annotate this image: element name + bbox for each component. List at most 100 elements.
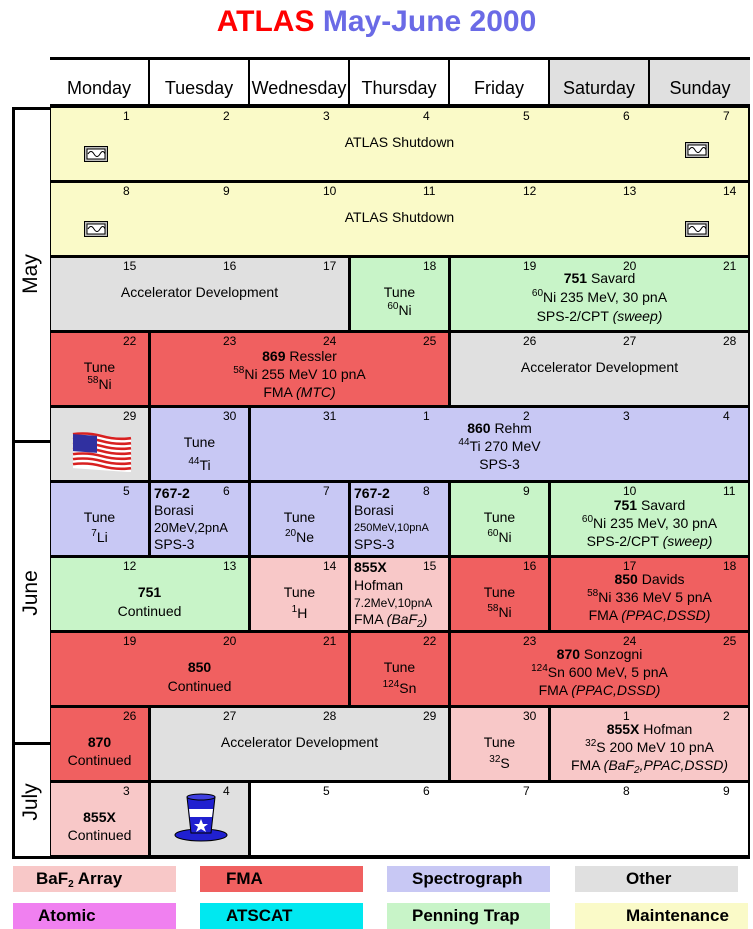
date-number: 7 [723,109,730,123]
legend-atomic-label: Atomic [38,906,96,925]
day-header-2: Wednesday [250,60,350,107]
date-number: 18 [723,559,737,573]
cell-text: 60Ni 235 MeV, 30 pnA [581,514,718,532]
date-number: 10 [323,184,337,198]
date-number: 14 [723,184,737,198]
cell-text: ATLAS Shutdown [344,209,455,225]
maintenance-icon [84,146,108,162]
cell-text: ATLAS Shutdown [344,134,455,150]
cell-text: 751 [137,584,162,600]
date-number: 25 [723,634,737,648]
date-number: 8 [123,184,130,198]
date-number: 4 [223,784,230,798]
cell-text: Tune [383,659,416,675]
legend-fma-swatch [200,866,363,892]
legend-spectrograph-label: Spectrograph [412,869,523,888]
cell-text: Continued [67,752,132,768]
date-number: 5 [523,109,530,123]
cell-text: 20Ne [284,528,315,546]
date-number: 11 [423,184,436,198]
cell-text: 124Sn 600 MeV, 5 pnA [531,663,668,681]
month-label-may: May [12,107,50,443]
cell-text: Hofman [354,577,404,593]
event-holiday-flag: 29 [50,407,150,482]
cell-text: 860 Rehm [467,420,532,436]
legend-penning-swatch [387,903,550,929]
date-number: 2 [723,709,730,723]
cell-text: 44Ti 270 MeV [458,437,541,455]
date-number: 1 [423,409,430,423]
cell-text: Tune [83,509,116,525]
cell-text: 751 Savard [563,270,636,286]
date-number: 4 [423,109,430,123]
legend-baf2-swatch [13,866,176,892]
cell-text: 855X [354,559,387,575]
cell-text: 20MeV,2pnA [154,520,228,535]
date-number: 11 [723,484,736,498]
cell-text: Tune [183,434,216,450]
date-number: 4 [723,409,730,423]
date-number: 3 [123,784,130,798]
date-number: 25 [423,334,437,348]
date-number: 22 [123,334,137,348]
date-number: 9 [523,484,530,498]
cell-text: 767-2 [154,485,190,501]
date-number: 20 [223,634,237,648]
cell-text: Tune [83,359,116,375]
cell-text: FMA (BaF2) [354,611,428,630]
cell-text: Tune [383,284,416,300]
cell-text: 58Ni 336 MeV 5 pnA [587,588,712,606]
date-number: 26 [123,709,137,723]
date-number: 19 [523,259,537,273]
cell-text: 855X Hofman [606,721,693,737]
date-number: 24 [323,334,337,348]
cell-text: 250MeV,10pnA [354,522,429,534]
date-number: 6 [423,784,430,798]
date-number: 21 [323,634,337,648]
date-number: 8 [423,484,430,498]
date-number: 1 [123,109,130,123]
legend-penning-label: Penning Trap [412,906,520,925]
cell-text: 58Ni [87,375,112,393]
maintenance-icon [84,221,108,237]
legend-atomic-swatch [13,903,176,929]
date-number: 8 [623,784,630,798]
date-number: 13 [223,559,237,573]
day-header-1: Tuesday [150,60,250,107]
legend-maintenance-swatch [575,903,748,929]
cell-text: SPS-2/CPT (sweep) [536,308,663,324]
legend-atscat-swatch [200,903,363,929]
cell-text: FMA (MTC) [263,384,336,400]
date-number: 12 [523,184,537,198]
cell-text: Borasi [354,502,394,518]
legend-other-swatch [575,866,738,892]
cell-text: 850 [187,659,212,675]
date-number: 16 [523,559,537,573]
cell-text: Continued [167,678,232,694]
day-header-6: Sunday [650,60,750,107]
date-number: 26 [523,334,537,348]
event-holiday-hat: 4 [150,782,250,857]
day-header-5: Saturday [550,60,650,107]
date-number: 9 [223,184,230,198]
cell-text: 870 Sonzogni [556,646,643,662]
date-number: 22 [423,634,437,648]
